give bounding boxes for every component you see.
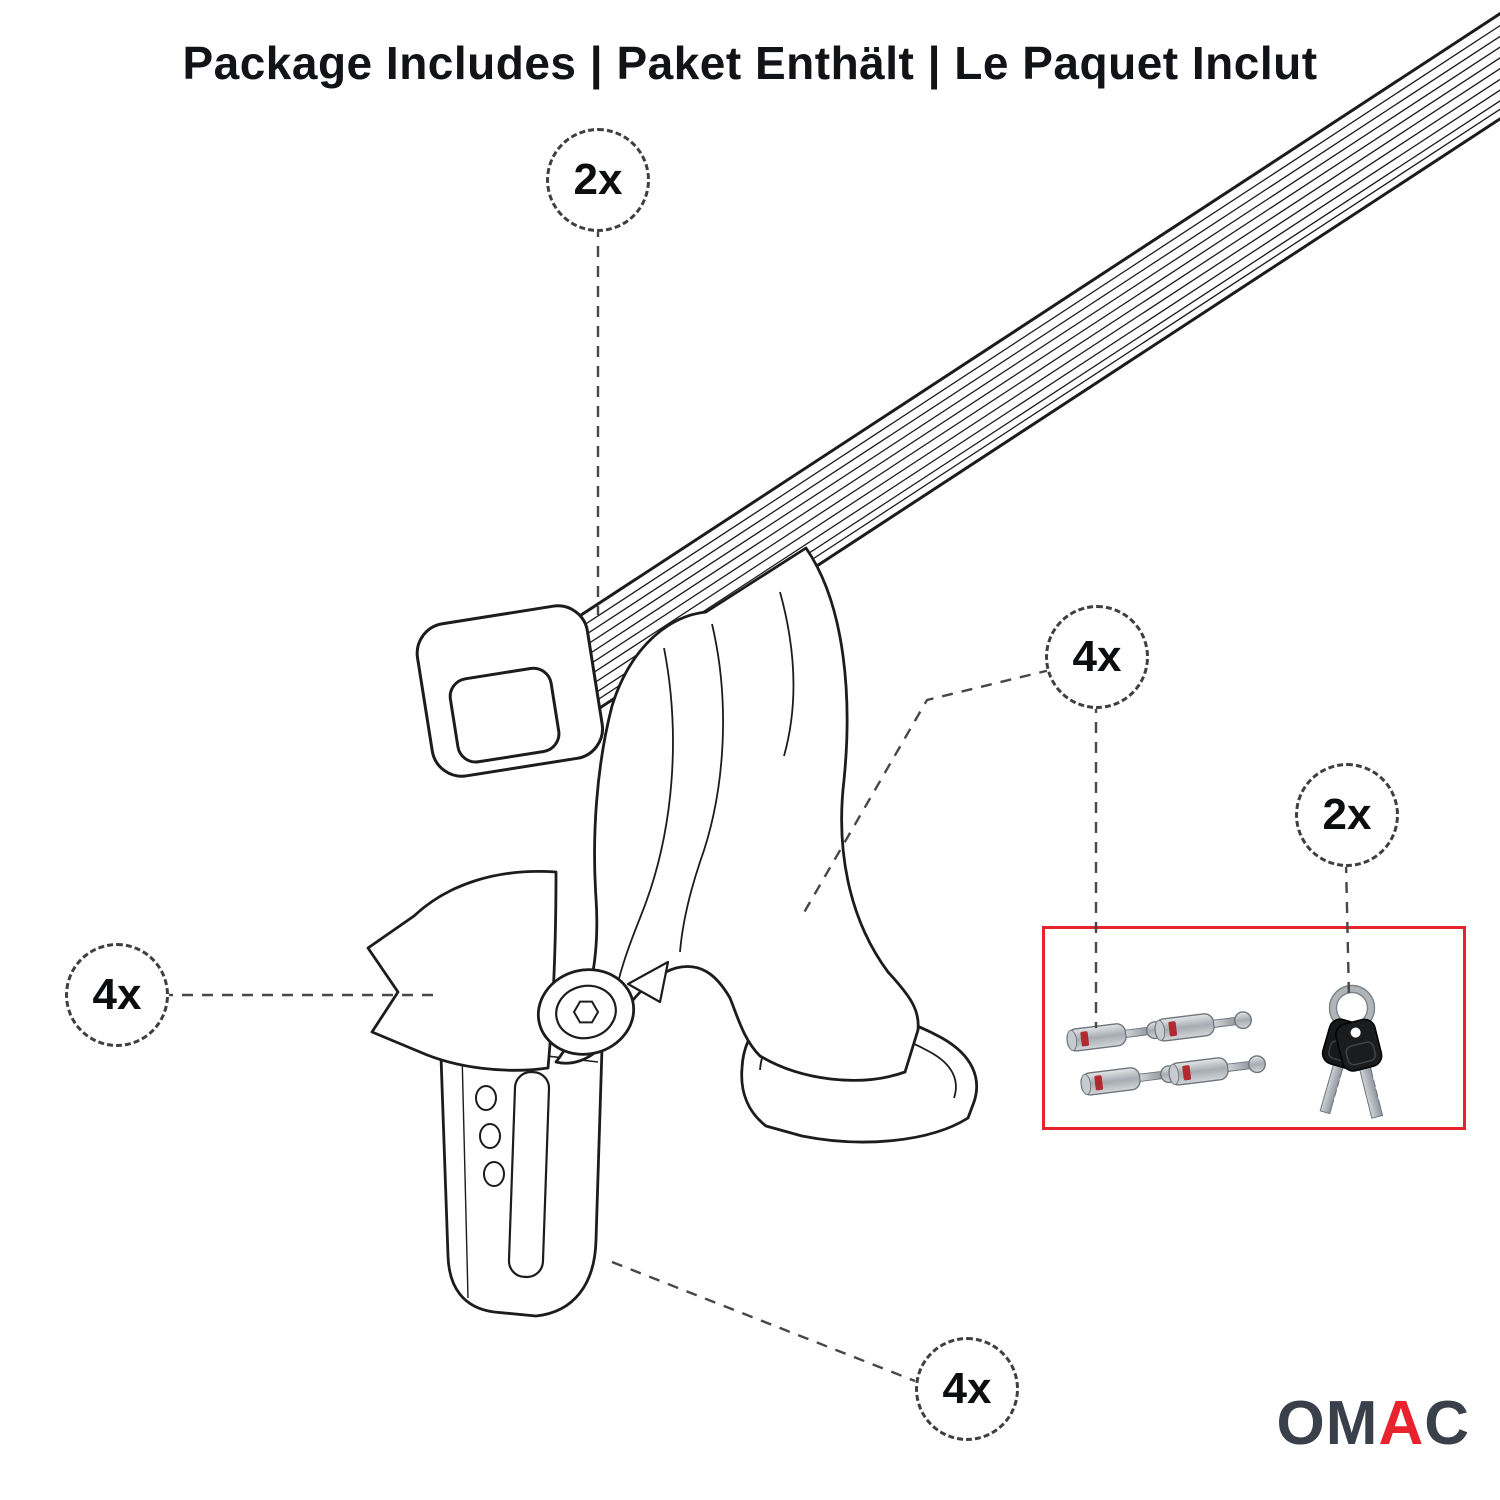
crossbar-drawing [507,0,1500,738]
lock-pins-image [1066,1011,1266,1096]
mounting-bracket-drawing [438,1026,604,1318]
callout-label: 2x [573,155,623,204]
callout-foot-qty: 4x [65,943,169,1047]
omac-logo: OMAC [1277,1388,1470,1459]
page-title: Package Includes | Paket Enthält | Le Pa… [182,37,1318,89]
callout-key-qty: 2x [1295,763,1399,867]
bolt-boss-drawing [536,968,636,1056]
logo-letter: O [1276,1389,1326,1458]
callout-label: 4x [1072,632,1122,681]
callout-label: 4x [92,970,142,1019]
callout-label: 4x [942,1364,992,1413]
logo-letter: C [1424,1389,1470,1458]
clamp-flange-drawing [366,870,670,1072]
callout-label: 2x [1322,790,1372,839]
end-cap-drawing [415,604,605,778]
callout-bracket-qty: 4x [915,1337,1019,1441]
logo-letter: A [1378,1389,1425,1458]
callout-crossbar-qty: 2x [546,128,650,232]
leader-lines [162,226,1351,1383]
keys-image [1319,984,1384,1119]
logo-letter: M [1325,1389,1379,1458]
callout-lock-pin-qty: 4x [1045,605,1149,709]
